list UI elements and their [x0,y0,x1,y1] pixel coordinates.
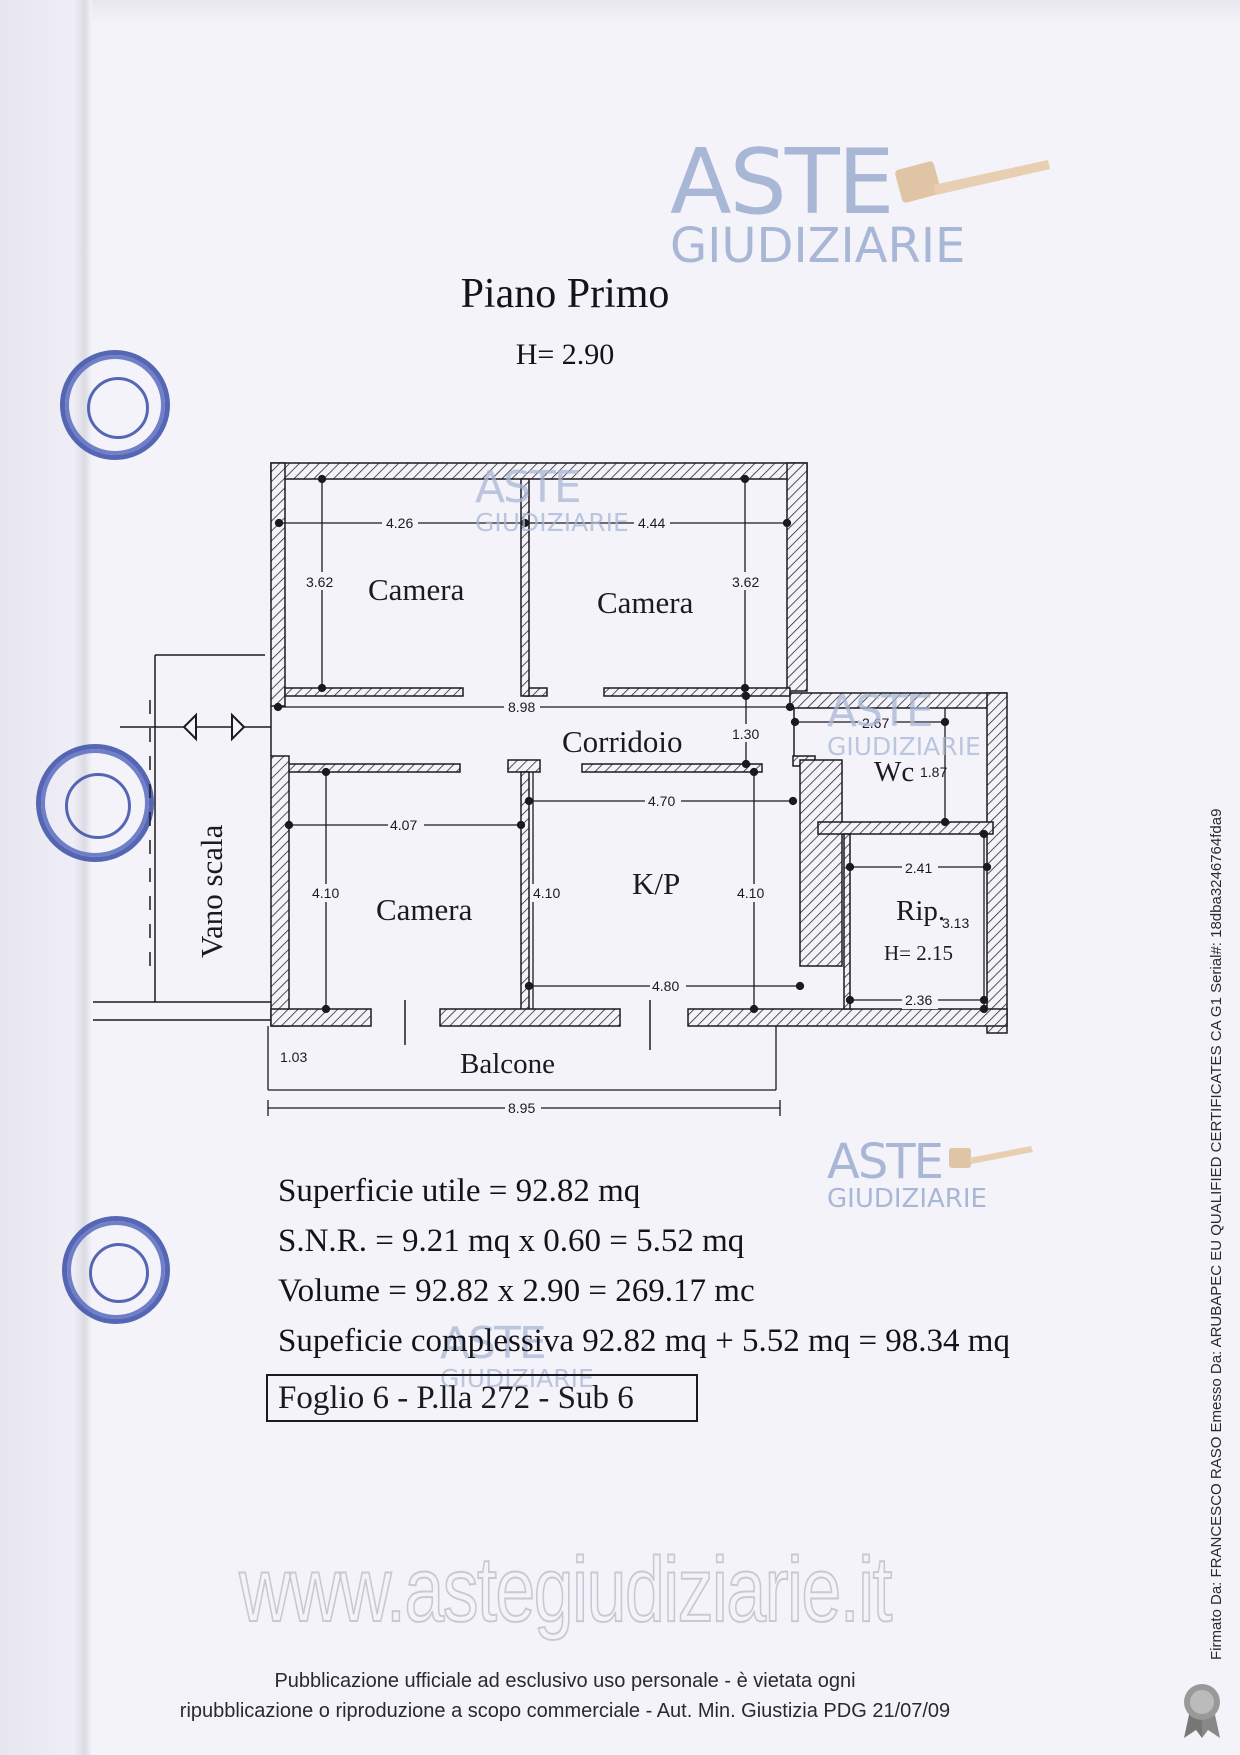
dim-label: 4.80 [652,978,679,994]
room-label: Camera [597,585,694,620]
walls [270,462,1008,1034]
dim-label: 4.10 [533,885,560,901]
dim-label: 8.95 [508,1100,535,1116]
aste-watermark-small: ASTE GIUDIZIARIE [827,686,981,761]
room-height-label: H= 2.15 [884,941,953,965]
room-label: Balcone [460,1048,555,1080]
aste-watermark-small: ASTE GIUDIZIARIE [475,462,629,537]
dim-label: 4.10 [312,885,339,901]
disclaimer-line-1: Pubblicazione ufficiale ad esclusivo uso… [274,1670,856,1692]
aste-watermark-small: ASTE GIUDIZIARIE [440,1318,594,1393]
comune-stamp [62,1216,170,1324]
binder-edge [0,0,92,1755]
room-label: Vano scala [194,824,229,958]
aste-watermark-main: ASTE GIUDIZIARIE [670,130,966,274]
room-label: Corridoio [562,724,683,759]
dim-label: 3.62 [306,574,333,590]
digital-signature-note: Firmato Da: FRANCESCO RASO Emesso Da: AR… [1208,808,1225,1660]
gavel-icon [949,1146,1033,1168]
disclaimer-line-2: ripubblicazione o riproduzione a scopo c… [179,1700,951,1722]
room-label: Camera [376,892,473,927]
snr-calculation: S.N.R. = 9.21 mq x 0.60 = 5.52 mq [278,1223,745,1259]
superficie-utile: Superficie utile = 92.82 mq [278,1173,641,1209]
room-label: K/P [632,866,680,901]
watermark-giudiziarie-text: GIUDIZIARIE [827,1184,987,1214]
volume-calculation: Volume = 92.82 x 2.90 = 269.17 mc [278,1273,755,1309]
room-label: Camera [368,572,465,607]
watermark-giudiziarie-text: GIUDIZIARIE [475,508,629,537]
dim-label: 4.07 [390,817,417,833]
watermark-giudiziarie-text: GIUDIZIARIE [440,1364,594,1393]
dim-label: 2.36 [905,992,932,1008]
floor-height: H= 2.90 [515,338,615,371]
seal-badge-icon [1184,1684,1220,1738]
dim-label: 2.67 [862,715,889,731]
stair-outline [93,654,271,1021]
dim-label: 1.30 [732,726,759,742]
dim-label: 4.70 [648,793,675,809]
dim-label: 4.10 [737,885,764,901]
dim-label: 1.03 [280,1049,307,1065]
watermark-aste-text: ASTE [670,130,895,235]
watermark-aste-text: ASTE [827,1134,944,1190]
page-title: Piano Primo [460,271,670,317]
comune-stamp [36,744,154,862]
comune-stamp [60,350,170,460]
gavel-icon [895,160,1050,203]
room-label: Wc [874,756,914,788]
watermark-aste-text: ASTE [440,1318,547,1369]
stair-arrow-icon [182,712,246,742]
watermark-giudiziarie-text: GIUDIZIARIE [670,218,966,274]
dim-label: 4.44 [638,515,665,531]
room-label: Rip. [896,895,945,927]
website-watermark: www.astegiudiziarie.it [238,1538,893,1642]
aste-watermark-small: ASTE GIUDIZIARIE [827,1138,987,1212]
dim-label: 4.26 [386,515,413,531]
superficie-complessiva: Supeficie complessiva 92.82 mq + 5.52 mq… [278,1323,1010,1359]
dim-label: 3.62 [732,574,759,590]
floor-plan: 4.26 4.44 3.62 3.62 8.98 1.30 2.67 1.87 … [93,462,1008,1117]
dim-label: 3.13 [942,915,969,931]
page-edge-top [92,0,1240,24]
watermark-aste-text: ASTE [475,462,582,513]
dim-label: 1.87 [920,764,947,780]
watermark-aste-text: ASTE [827,686,934,737]
watermark-giudiziarie-text: GIUDIZIARIE [827,732,981,761]
cadastral-reference: Foglio 6 - P.lla 272 - Sub 6 [266,1374,698,1422]
dim-label: 8.98 [508,699,535,715]
dim-label: 2.41 [905,860,932,876]
